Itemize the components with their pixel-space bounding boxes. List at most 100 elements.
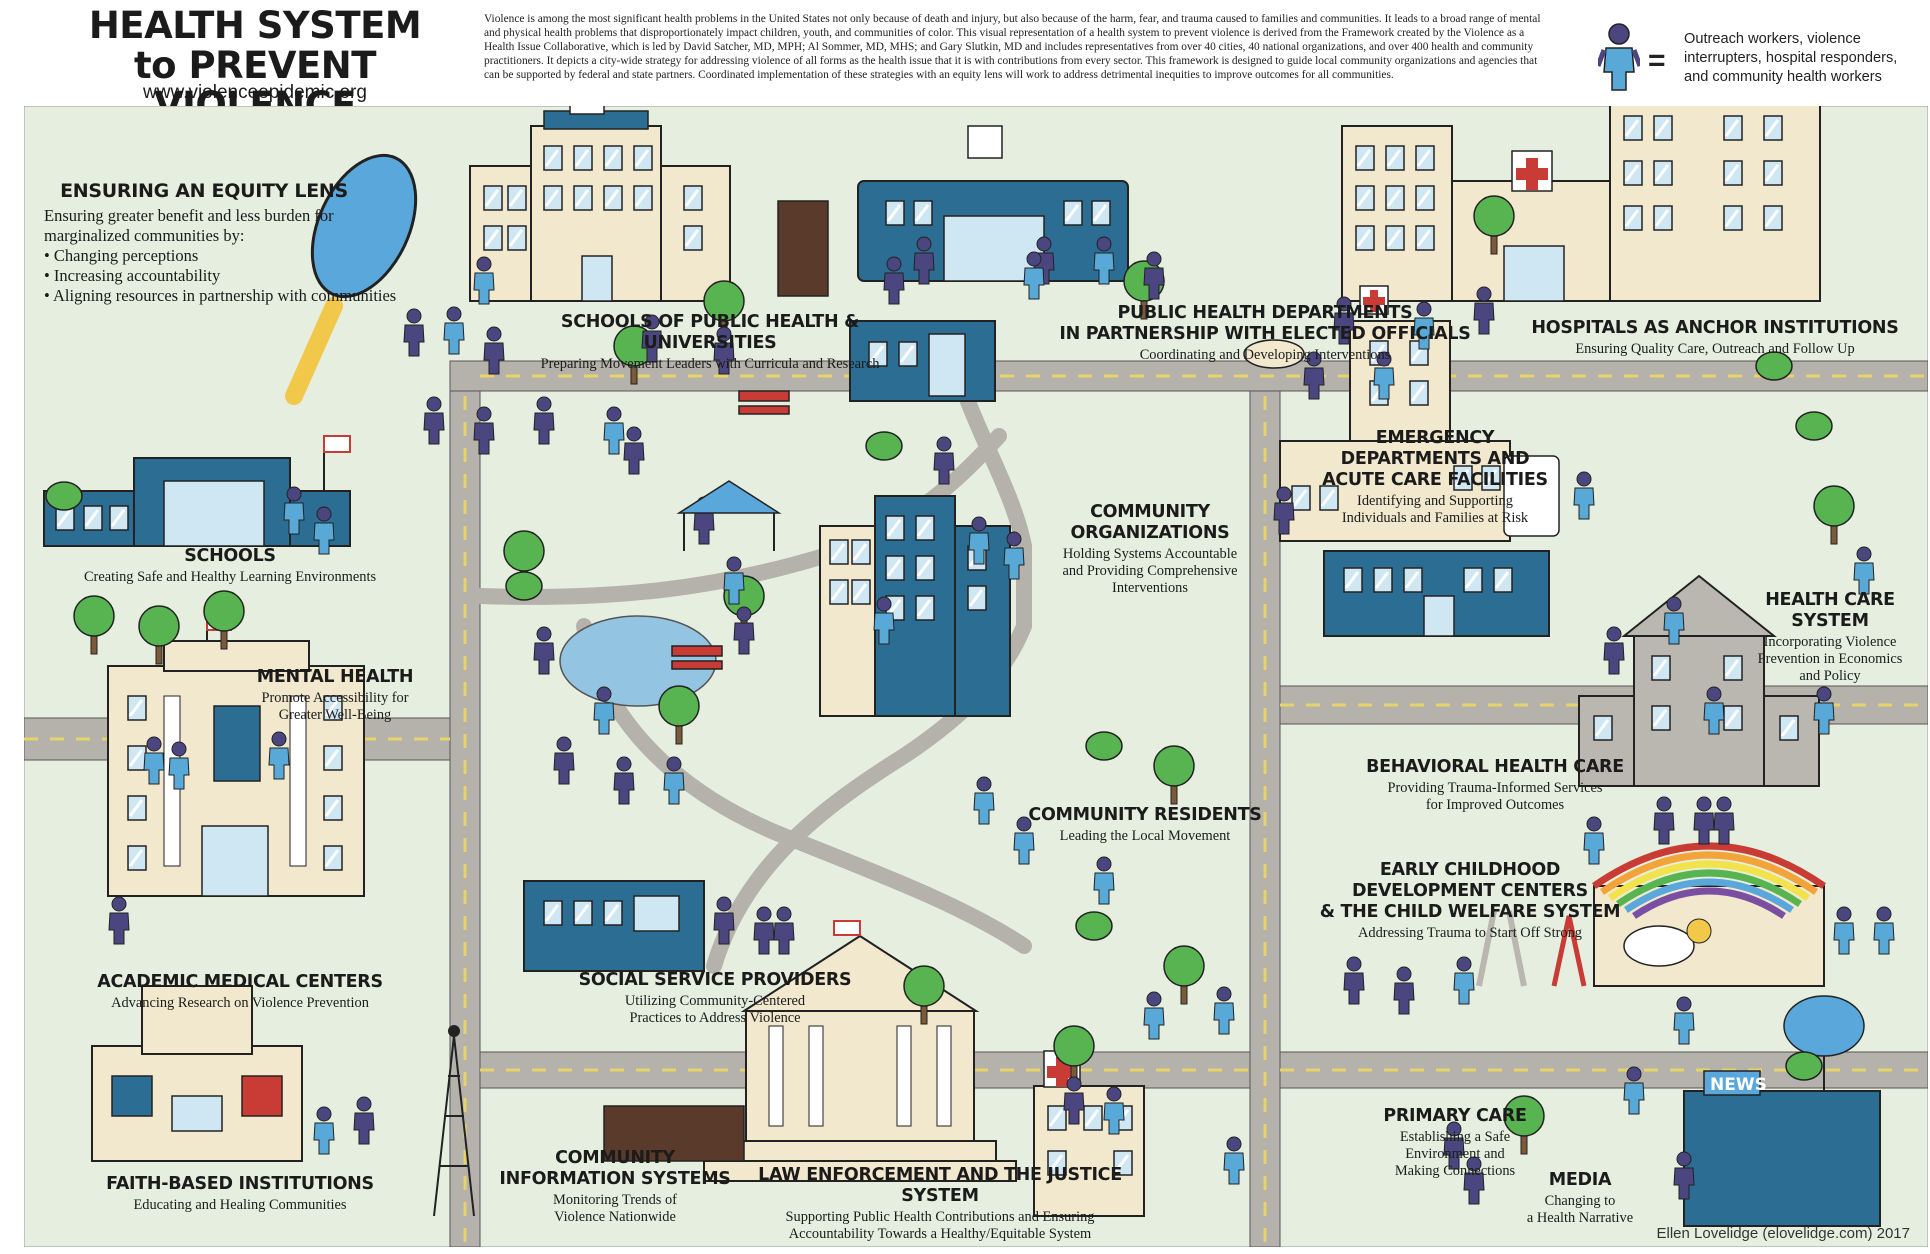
mental-health-label: MENTAL HEALTH Promote Accessibility for … (240, 667, 430, 724)
faith-based-label: FAITH-BASED INSTITUTIONS Educating and H… (70, 1174, 410, 1214)
park-benches (671, 390, 790, 670)
credit-line: Ellen Lovelidge (elovelidge.com) 2017 (1656, 1225, 1911, 1242)
social-service-providers-label: SOCIAL SERVICE PROVIDERS Utilizing Commu… (570, 970, 860, 1027)
outreach-worker-legend-icon (1598, 23, 1640, 91)
sector-subtitle: a Health Narrative (1526, 1210, 1634, 1226)
bush (865, 431, 903, 461)
early-childhood-label: EARLY CHILDHOOD DEVELOPMENT CENTERS & TH… (1300, 860, 1640, 942)
sector-subtitle: Incorporating Violence (1763, 634, 1897, 650)
social-service-building (523, 880, 705, 972)
sector-subtitle: for Improved Outcomes (1425, 797, 1565, 813)
sector-subtitle: Violence Nationwide (554, 1209, 676, 1225)
sector-heading: LAW ENFORCEMENT AND THE JUSTICE SYSTEM (758, 1165, 1122, 1206)
courthouse-building (603, 920, 1017, 1182)
emergency-departments-label: EMERGENCY DEPARTMENTS AND ACUTE CARE FAC… (1320, 428, 1550, 527)
sector-heading: SYSTEM (1791, 611, 1869, 631)
sector-heading: SCHOOLS OF PUBLIC HEALTH & UNIVERSITIES (560, 312, 860, 353)
sector-subtitle: Monitoring Trends of (553, 1192, 677, 1208)
sector-subtitle: Educating and Healing Communities (133, 1197, 347, 1213)
schools-label: SCHOOLS Creating Safe and Healthy Learni… (60, 546, 400, 586)
sector-subtitle: Providing Trauma-Informed Services (1387, 780, 1603, 796)
list-item: Increasing accountability (44, 266, 404, 286)
health-care-system-label: HEALTH CARE SYSTEM Incorporating Violenc… (1740, 590, 1920, 685)
community-information-systems-label: COMMUNITY INFORMATION SYSTEMS Monitoring… (490, 1148, 740, 1226)
sector-heading: DEVELOPMENT CENTERS (1352, 881, 1588, 901)
sector-subtitle: Environment and (1405, 1146, 1505, 1162)
equity-intro: Ensuring greater benefit and less burden… (44, 206, 334, 245)
behavioral-health-building (1578, 574, 1820, 787)
list-item: Changing perceptions (44, 246, 404, 266)
media-label: MEDIA Changing to a Health Narrative (1510, 1170, 1650, 1227)
sector-subtitle: Individuals and Families at Risk (1341, 510, 1529, 526)
community-organizations-building (849, 320, 996, 402)
equity-list: Changing perceptions Increasing accounta… (44, 246, 404, 306)
sector-heading: ACADEMIC MEDICAL CENTERS (97, 972, 383, 992)
sector-heading: PRIMARY CARE (1383, 1106, 1527, 1126)
bush (1785, 1051, 1823, 1081)
radio-tower (433, 1025, 475, 1217)
website-url: www.violenceepidemic.org (143, 82, 367, 103)
sector-subtitle: Holding Systems Accountable (1062, 546, 1238, 562)
sector-subtitle: Creating Safe and Healthy Learning Envir… (83, 569, 377, 585)
sector-subtitle: Changing to (1544, 1193, 1616, 1209)
school-building (43, 435, 351, 547)
sector-heading: SCHOOLS (184, 546, 276, 566)
canopy-tent (676, 480, 782, 551)
news-sign: NEWS (1710, 1075, 1767, 1095)
primary-care-label: PRIMARY CARE Establishing a Safe Environ… (1370, 1106, 1540, 1180)
sector-subtitle: Interventions (1112, 580, 1188, 596)
sector-subtitle: Supporting Public Health Contributions a… (785, 1209, 1095, 1225)
sector-subtitle: Utilizing Community-Centered (624, 993, 806, 1009)
sector-heading: & THE CHILD WELFARE SYSTEM (1319, 902, 1621, 922)
sector-heading: DEPARTMENTS AND (1340, 449, 1530, 469)
sector-heading: INFORMATION SYSTEMS (499, 1169, 731, 1189)
sector-subtitle: Addressing Trauma to Start Off Strong (1358, 925, 1582, 941)
sector-subtitle: Establishing a Safe (1399, 1129, 1511, 1145)
legend-equals: = (1648, 44, 1666, 77)
title-line-1: HEALTH SYSTEM (88, 4, 422, 47)
emergency-department-building (1243, 285, 1560, 542)
sector-heading: IN PARTNERSHIP WITH ELECTED OFFICIALS (1059, 324, 1471, 344)
city-map: NEWS (24, 106, 1928, 1247)
intro-paragraph: Violence is among the most significant h… (484, 13, 1541, 81)
equity-heading: ENSURING AN EQUITY LENS (60, 180, 348, 202)
sector-subtitle: and Policy (1799, 668, 1861, 684)
sector-heading: EARLY CHILDHOOD (1379, 860, 1561, 880)
sector-subtitle: Making Connections (1394, 1163, 1516, 1179)
university-building (469, 106, 731, 302)
sector-heading: BEHAVIORAL HEALTH CARE (1366, 757, 1624, 777)
sector-subtitle: Advancing Research on Violence Preventio… (111, 995, 369, 1011)
bush (1085, 731, 1123, 761)
sector-subtitle: Promote Accessibility for (261, 690, 409, 706)
public-health-departments-label: PUBLIC HEALTH DEPARTMENTS IN PARTNERSHIP… (1050, 303, 1480, 364)
faith-based-building (91, 985, 303, 1162)
law-enforcement-label: LAW ENFORCEMENT AND THE JUSTICE SYSTEM S… (730, 1165, 1150, 1243)
sector-heading: HEALTH CARE (1765, 590, 1895, 610)
sector-heading: FAITH-BASED INSTITUTIONS (106, 1174, 374, 1194)
sector-heading: EMERGENCY (1375, 428, 1495, 448)
list-item: Aligning resources in partnership with c… (44, 286, 404, 306)
sector-subtitle: Leading the Local Movement (1059, 828, 1231, 844)
sector-heading: ORGANIZATIONS (1070, 523, 1230, 543)
sector-subtitle: and Providing Comprehensive (1062, 563, 1238, 579)
sector-heading: MENTAL HEALTH (256, 667, 414, 687)
sector-heading: COMMUNITY (555, 1148, 675, 1168)
schools-of-public-health-label: SCHOOLS OF PUBLIC HEALTH & UNIVERSITIES … (500, 312, 920, 373)
equity-lens-section: ENSURING AN EQUITY LENS Ensuring greater… (44, 180, 404, 306)
health-care-system-building (1323, 550, 1550, 637)
sector-heading: ACUTE CARE FACILITIES (1322, 470, 1548, 490)
sector-subtitle: Greater Well-Being (278, 707, 392, 723)
sector-heading: COMMUNITY (1090, 502, 1210, 522)
community-residents-label: COMMUNITY RESIDENTS Leading the Local Mo… (1020, 805, 1270, 845)
behavioral-health-label: BEHAVIORAL HEALTH CARE Providing Trauma-… (1350, 757, 1640, 814)
legend-description: Outreach workers, violence interrupters,… (1684, 31, 1898, 85)
academic-medical-centers-label: ACADEMIC MEDICAL CENTERS Advancing Resea… (70, 972, 410, 1012)
sector-subtitle: Prevention in Economics (1757, 651, 1903, 667)
header: HEALTH SYSTEM to PREVENT VIOLENCE www.vi… (0, 0, 1930, 126)
sector-subtitle: Identifying and Supporting (1357, 493, 1513, 509)
sector-subtitle: Preparing Movement Leaders with Curricul… (540, 356, 880, 372)
sector-heading: SOCIAL SERVICE PROVIDERS (578, 970, 852, 990)
bush (45, 481, 83, 511)
sector-heading: COMMUNITY RESIDENTS (1028, 805, 1262, 825)
